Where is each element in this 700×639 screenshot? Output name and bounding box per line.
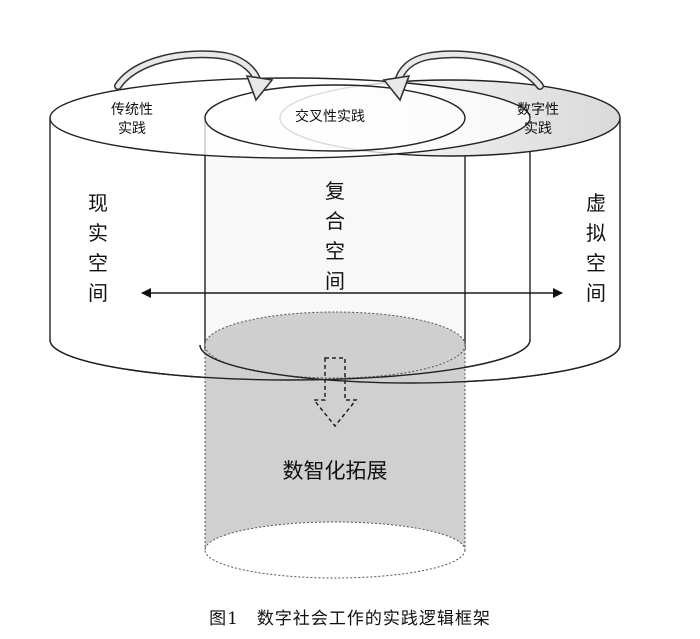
right-side-char: 空 (586, 251, 606, 275)
left-top-label-line1: 传统性 (111, 102, 153, 118)
center-side-char: 间 (325, 269, 345, 293)
curved-arrow-right (382, 50, 544, 102)
dashed-down-arrow (312, 357, 358, 428)
bottom-cylinder-label: 数智化拓展 (283, 459, 388, 483)
right-top-label-line1: 数字性 (517, 102, 559, 118)
left-side-char: 现 (88, 191, 108, 215)
center-side-char: 合 (325, 209, 345, 233)
center-side-char: 空 (325, 239, 345, 263)
top-ellipses (49, 77, 621, 159)
figure-caption: 图1 数字社会工作的实践逻辑框架 (0, 604, 700, 629)
figure-caption-text: 数字社会工作的实践逻辑框架 (256, 609, 491, 629)
bottom-cylinder (204, 311, 466, 579)
curved-arrow-left (114, 50, 274, 102)
center-top-label: 交叉性实践 (295, 108, 365, 125)
left-top-label-line2: 实践 (118, 121, 146, 137)
left-side-char: 实 (88, 221, 108, 245)
left-side-char: 间 (88, 281, 108, 305)
figure-number: 图1 (209, 609, 239, 629)
framework-diagram: 传统性 实践 交叉性实践 数字性 实践 现实空间 复合空间 虚拟空间 数智化拓展 (49, 50, 621, 579)
right-side-char: 间 (586, 281, 606, 305)
center-side-char: 复 (325, 179, 345, 203)
right-side-char: 拟 (586, 221, 606, 245)
right-top-label-line2: 实践 (524, 121, 552, 137)
right-side-char: 虚 (586, 191, 606, 215)
left-side-char: 空 (88, 251, 108, 275)
